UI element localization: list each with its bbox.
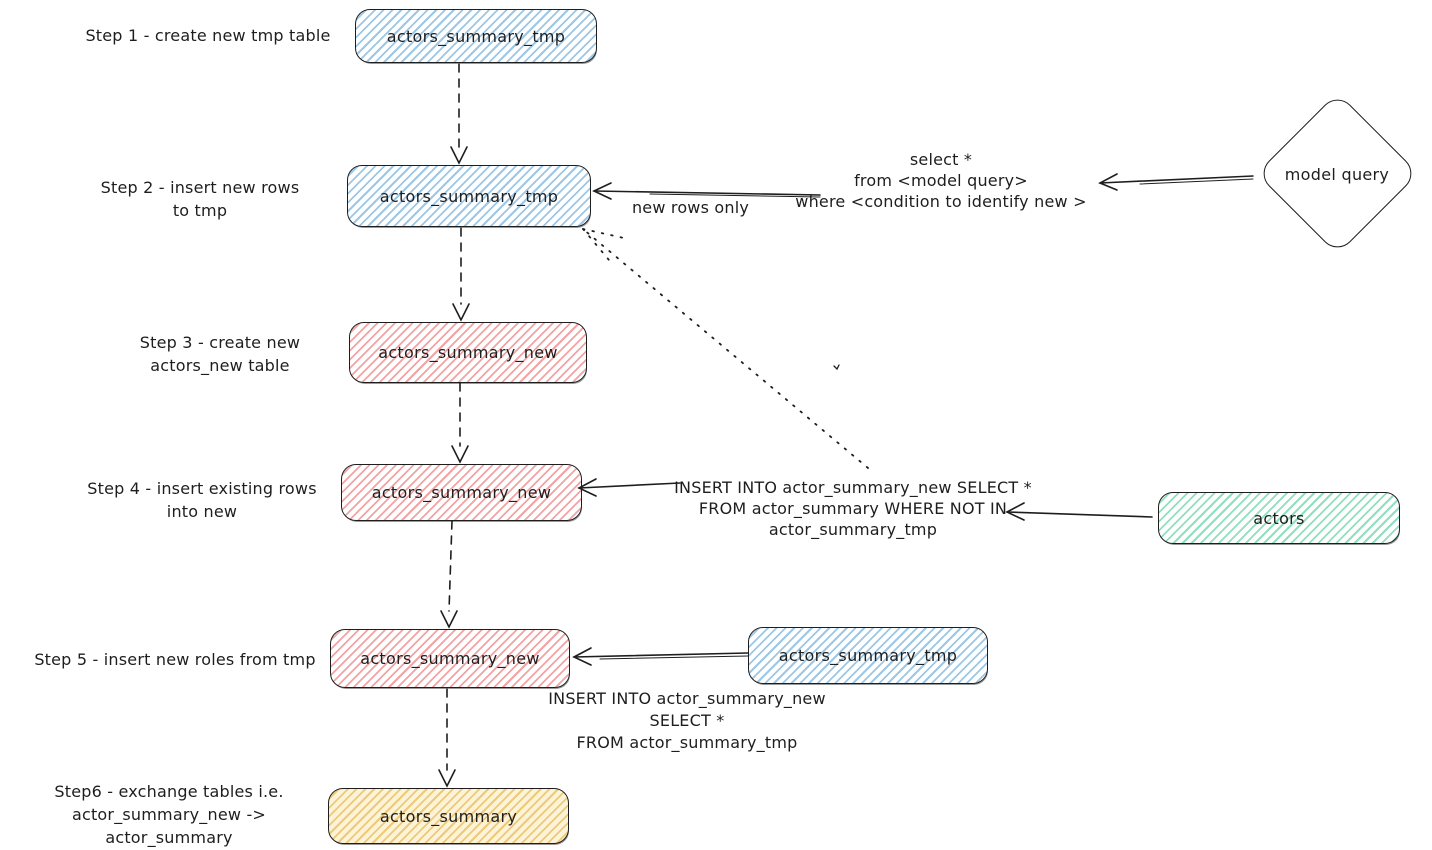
step6-label: Step6 - exchange tables i.e. actor_summa… — [54, 782, 284, 847]
node-label: actors_summary_new — [378, 343, 558, 362]
step3-label: Step 3 - create new actors_new table — [139, 333, 301, 375]
stray-mark — [833, 364, 840, 371]
node-label: model query — [1284, 165, 1390, 184]
node-step4-actors-summary-new: actors_summary_new — [341, 464, 582, 521]
node-label: actors_summary_new — [360, 649, 540, 668]
node-step1-actors-summary-tmp: actors_summary_tmp — [355, 9, 597, 63]
step4-label: Step 4 - insert existing rows into new — [87, 479, 317, 521]
node-step5-actors-summary-tmp: actors_summary_tmp — [748, 627, 988, 684]
arrow-step5-to-step6 — [438, 688, 456, 788]
arrow-step5-tmp-to-step5-new — [572, 647, 749, 666]
node-step2-actors-summary-tmp: actors_summary_tmp — [347, 165, 591, 227]
node-label: actors — [1253, 508, 1305, 528]
arrow-model-query-to-select-query — [1098, 173, 1254, 191]
sql-insert-from-tmp: INSERT INTO actor_summary_new SELECT * F… — [548, 689, 826, 752]
node-step3-actors-summary-new: actors_summary_new — [349, 322, 587, 383]
dotted-arrow-step2-to-insert-existing — [582, 228, 869, 469]
node-actors: actors — [1158, 492, 1400, 544]
sql-insert-existing: INSERT INTO actor_summary_new SELECT * F… — [674, 478, 1032, 539]
arrow-step4-to-step5 — [440, 520, 458, 629]
arrow-step2-to-step3 — [452, 227, 470, 322]
edge-label-new-rows-only: new rows only — [631, 198, 750, 217]
sql-select-query: select * from <model query> where <condi… — [795, 150, 1087, 211]
node-label: actors_summary_tmp — [386, 26, 566, 46]
step5-label: Step 5 - insert new roles from tmp — [34, 650, 316, 669]
node-label: actors_summary_tmp — [778, 646, 958, 665]
step1-label: Step 1 - create new tmp table — [85, 26, 331, 45]
node-label: actors_summary_new — [371, 483, 552, 502]
arrow-step3-to-step4 — [451, 382, 469, 464]
arrow-step1-to-step2 — [450, 63, 468, 165]
node-label: actors_summary_tmp — [379, 186, 559, 206]
step2-label: Step 2 - insert new rows to tmp — [100, 178, 300, 220]
arrow-actors-to-insert-existing — [1005, 502, 1153, 521]
node-step5-actors-summary-new: actors_summary_new — [330, 629, 570, 688]
node-step6-actors-summary: actors_summary — [328, 788, 569, 844]
arrow-select-query-to-step2 — [592, 182, 821, 200]
node-label: actors_summary — [379, 806, 518, 826]
